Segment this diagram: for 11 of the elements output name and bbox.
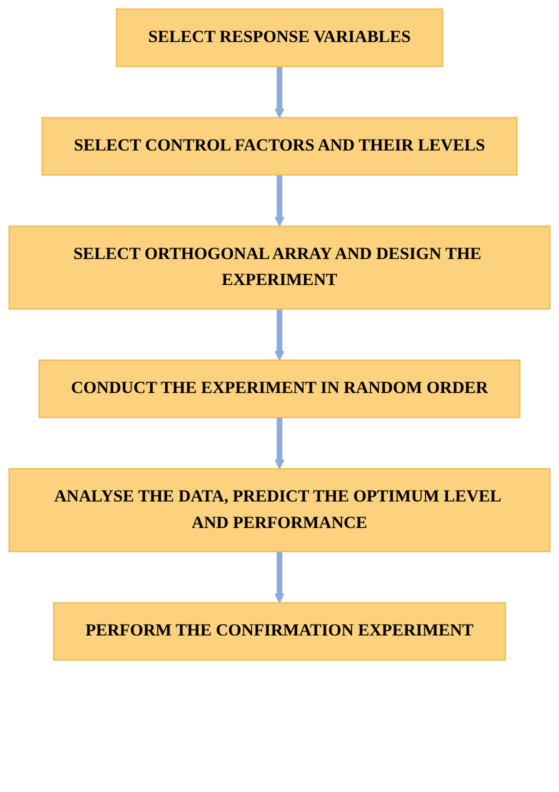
- arrow: [274, 174, 284, 227]
- arrow: [274, 418, 284, 470]
- arrow: [274, 66, 284, 118]
- node-box: CONDUCT THE EXPERIMENT IN RANDOM ORDER: [38, 360, 520, 418]
- node-box: SELECT CONTROL FACTORS AND THEIR LEVELS: [42, 117, 518, 176]
- arrow: [274, 552, 284, 604]
- node-box: SELECT RESPONSE VARIABLES: [116, 8, 444, 68]
- node-box: PERFORM THE CONFIRMATION EXPERIMENT: [53, 602, 506, 661]
- node-box: ANALYSE THE DATA, PREDICT THE OPTIMUM LEVEL AND PERFORMANCE: [8, 468, 550, 552]
- arrow: [274, 309, 284, 361]
- node-box: SELECT ORTHOGONAL ARRAY AND DESIGN THE EXPERIMENT: [8, 226, 550, 310]
